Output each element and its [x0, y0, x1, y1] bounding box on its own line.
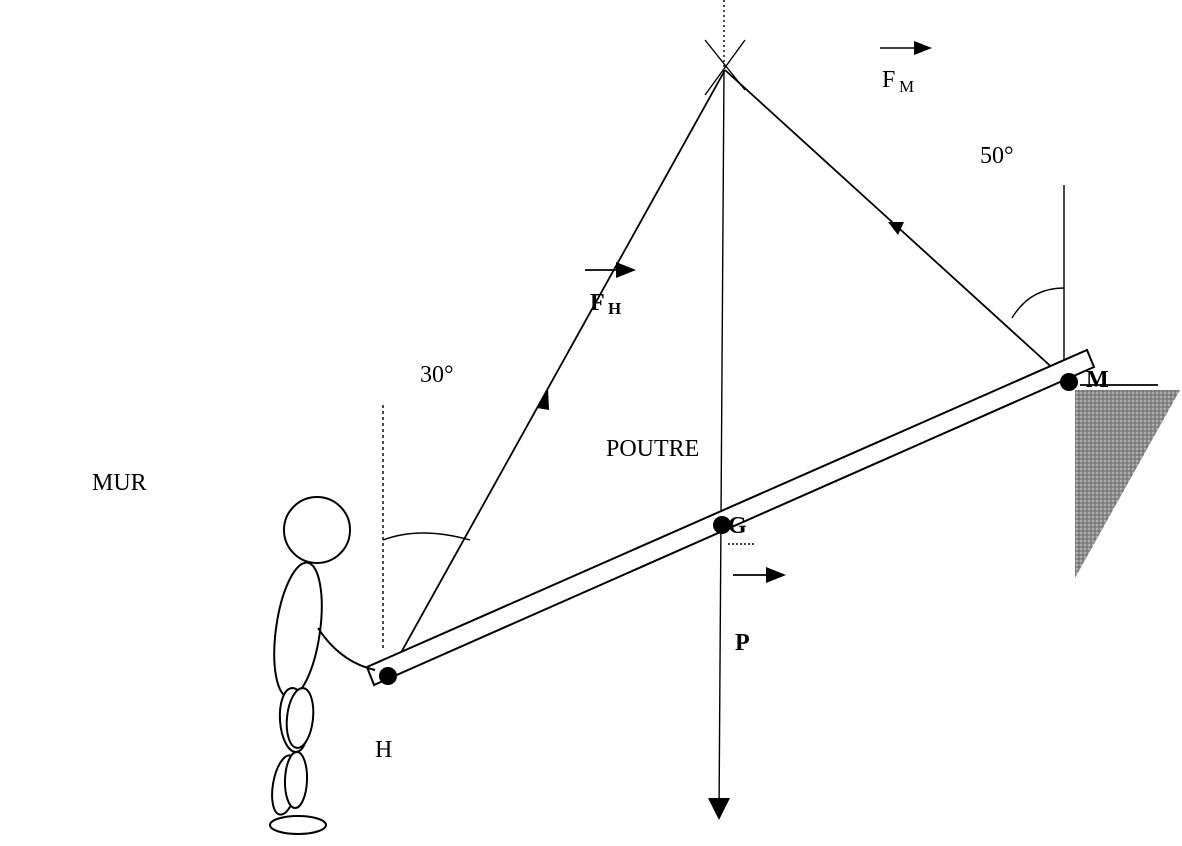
wall-label: MUR	[92, 470, 147, 496]
beam-label: POUTRE	[606, 436, 699, 462]
beam	[365, 348, 1096, 687]
svg-text:H: H	[608, 299, 621, 318]
svg-text:F: F	[882, 67, 895, 93]
svg-text:P: P	[735, 630, 750, 656]
support-triangle	[1075, 390, 1180, 578]
force-h-arrowhead-lower	[537, 388, 549, 410]
force-m-arrowhead	[888, 222, 904, 235]
point-g	[713, 516, 731, 534]
point-m	[1060, 373, 1078, 391]
person-leg-front	[283, 751, 309, 809]
person-foot	[269, 815, 327, 835]
point-h	[379, 667, 397, 685]
point-g-label: G	[728, 513, 747, 539]
person-arm	[317, 627, 376, 671]
weight-line-of-action	[718, 69, 725, 816]
svg-text:M: M	[899, 77, 914, 96]
person-head	[283, 496, 351, 564]
force-h-label: F H	[585, 262, 636, 318]
weight-arrowhead	[708, 798, 730, 820]
weight-label: P	[733, 567, 786, 656]
force-m-label: F M	[880, 41, 932, 96]
angle-arc-m	[1011, 287, 1065, 319]
person-thigh-front	[285, 687, 315, 749]
person-figure	[269, 496, 376, 835]
force-h-line	[387, 69, 726, 677]
angle-arc-h	[382, 532, 471, 541]
point-m-label: M	[1086, 367, 1109, 393]
point-h-label: H	[375, 737, 392, 763]
angle-h-label: 30°	[420, 362, 454, 388]
intersection-cross-b	[704, 39, 746, 96]
svg-text:F: F	[590, 290, 605, 316]
angle-m-label: 50°	[980, 143, 1014, 169]
